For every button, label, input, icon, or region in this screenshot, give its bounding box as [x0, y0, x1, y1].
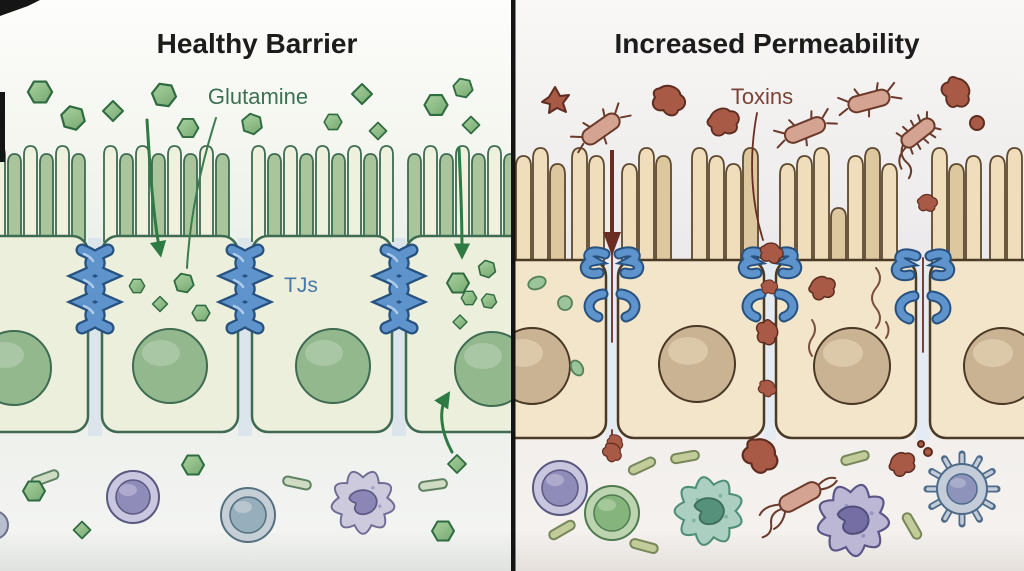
- epithelial-cells-right: [514, 258, 1024, 440]
- lymphocyte-purple: [532, 460, 588, 516]
- macrophage-teal: [673, 476, 743, 546]
- panel-divider: [511, 0, 516, 571]
- cell-nucleus: [132, 328, 208, 404]
- lymphocyte-bluegrey: [220, 487, 276, 543]
- microvilli-brush-border-left: [0, 145, 512, 243]
- leaking-toxins: [604, 193, 938, 457]
- glutamine-label: Glutamine: [208, 84, 308, 109]
- toxin-leak-arrow: [603, 112, 764, 256]
- immune-cells-right: [532, 430, 1001, 568]
- left-panel-title: Healthy Barrier: [157, 28, 358, 59]
- right-panel-increased-permeability: Increased Permeability Toxins: [514, 0, 1024, 571]
- immune-cells-left: [0, 454, 467, 543]
- cell-nucleus: [813, 327, 891, 405]
- cell-nucleus: [295, 328, 371, 404]
- cell-damage-right: [527, 267, 890, 377]
- partial-cell-edge: [0, 511, 9, 539]
- left-panel-healthy-barrier: Healthy Barrier Glutamine TJs: [0, 0, 512, 571]
- toxins-label: Toxins: [731, 84, 793, 109]
- macrophage-purple-left: [325, 464, 400, 540]
- right-panel-title: Increased Permeability: [614, 28, 919, 59]
- corner-artifact: [0, 0, 40, 16]
- cell-nucleus: [658, 325, 736, 403]
- edge-artifact: [0, 92, 5, 162]
- tight-junction-label: TJs: [284, 274, 318, 297]
- glutamine-uptake-arrows: [145, 117, 471, 454]
- lymphocyte-purple: [106, 470, 160, 524]
- macrophage-purple-right: [804, 471, 901, 568]
- toxins-and-bacteria: [541, 71, 985, 180]
- dendritic-cell-blue: [923, 450, 1001, 528]
- spiky-bacterium: [895, 111, 942, 180]
- lymphocyte-green: [584, 485, 640, 541]
- flagellated-bacterium: [758, 476, 838, 539]
